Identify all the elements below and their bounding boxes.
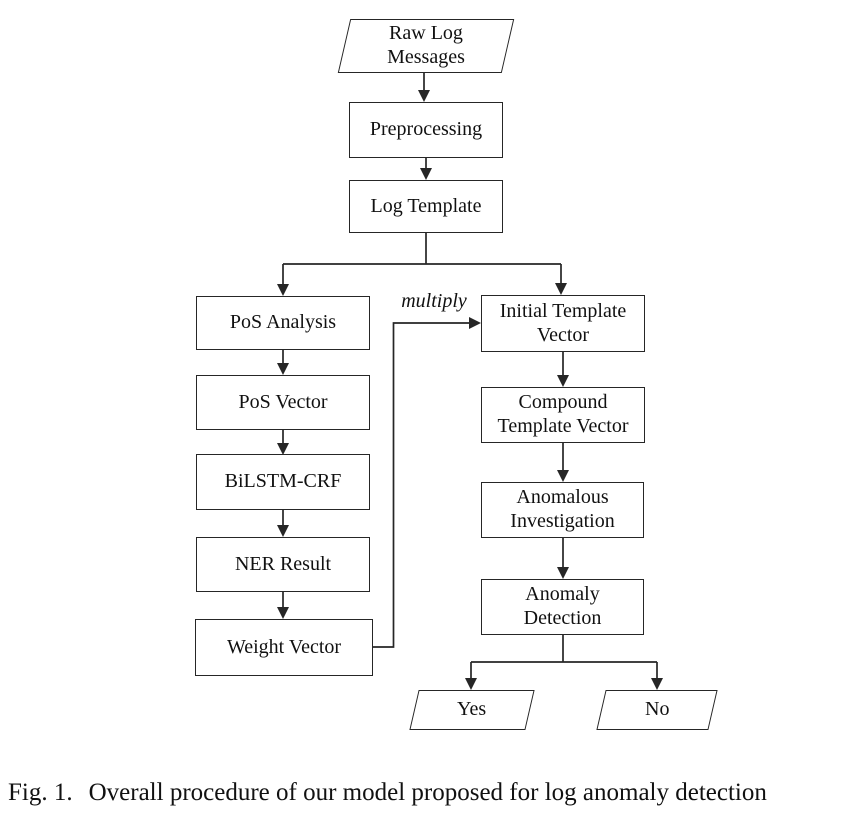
node-yes-label: Yes <box>457 698 487 721</box>
caption-fig-number: Fig. 1. <box>8 779 73 806</box>
caption-text: Overall procedure of our model proposed … <box>88 779 767 806</box>
node-pos-vector-label: PoS Vector <box>238 390 328 413</box>
node-weight-vector-label: Weight Vector <box>226 635 342 658</box>
node-compound-template-vector-label: Compound Template Vector <box>497 391 629 437</box>
node-initial-template-vector-label: Initial Template Vector <box>499 299 627 346</box>
node-pos-analysis-label: PoS Analysis <box>229 311 337 334</box>
node-anomalous-investigation: Anomalous Investigation <box>481 482 644 538</box>
node-pos-vector: PoS Vector <box>196 375 370 430</box>
node-log-template: Log Template <box>349 180 503 233</box>
node-anomaly-detection-label: Anomaly Detection <box>523 583 602 629</box>
node-initial-template-vector: Initial Template Vector <box>481 295 645 352</box>
node-pos-analysis: PoS Analysis <box>196 296 370 350</box>
figure-caption: Fig. 1. Overall procedure of our model pr… <box>8 779 858 807</box>
node-raw-log-messages-label: Raw Log Messages <box>387 22 465 68</box>
node-preprocessing: Preprocessing <box>349 102 503 158</box>
node-no-label: No <box>644 698 670 721</box>
node-weight-vector: Weight Vector <box>195 619 373 676</box>
node-preprocessing-label: Preprocessing <box>369 118 483 141</box>
edge-weightvector-multiply-initialtemplatevector <box>373 317 481 648</box>
node-compound-template-vector: Compound Template Vector <box>481 387 645 443</box>
node-raw-log-messages: Raw Log Messages <box>337 19 515 73</box>
flow-connectors-layer <box>277 73 663 690</box>
node-bilstm-crf-label: BiLSTM-CRF <box>224 470 342 493</box>
node-anomalous-investigation-label: Anomalous Investigation <box>510 486 615 532</box>
node-ner-result: NER Result <box>196 537 370 592</box>
node-anomaly-detection: Anomaly Detection <box>481 579 644 635</box>
node-ner-result-label: NER Result <box>234 552 332 575</box>
edge-label-multiply: multiply <box>401 290 467 312</box>
node-yes: Yes <box>409 690 535 730</box>
node-log-template-label: Log Template <box>370 194 482 217</box>
node-no: No <box>596 690 718 730</box>
node-bilstm-crf: BiLSTM-CRF <box>196 454 370 510</box>
